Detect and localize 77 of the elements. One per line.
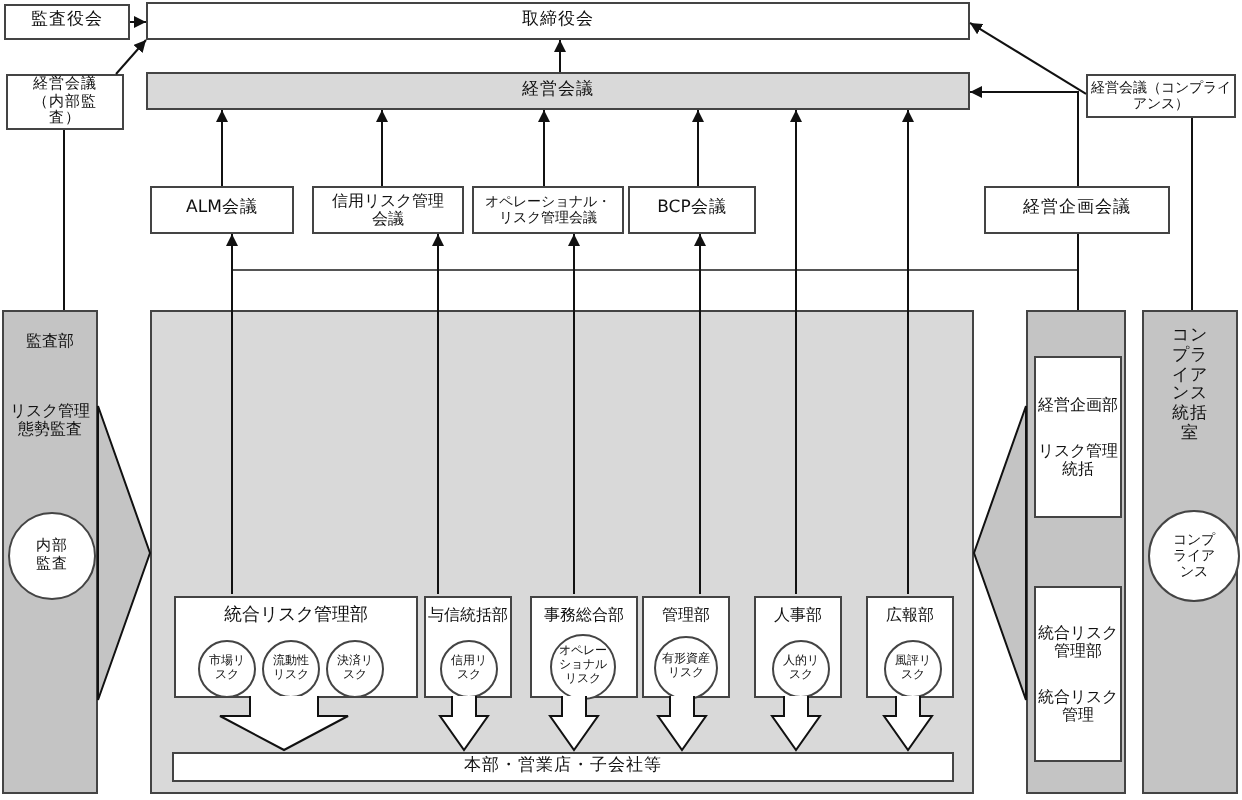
- meeting-box: [150, 186, 294, 234]
- connector-line: [63, 129, 65, 311]
- box-label: 本部・営業店・子会社等: [464, 757, 662, 777]
- risk-circle: [262, 640, 320, 698]
- arrow: [790, 109, 802, 595]
- department-box: [530, 596, 638, 698]
- box-label: 経営企画部: [1038, 395, 1118, 414]
- box-label: 人事部: [774, 606, 822, 625]
- department-box: [1034, 586, 1122, 762]
- risk-circle: [772, 640, 830, 698]
- block-arrow: [770, 695, 822, 752]
- box-label: リスク管理統括: [1038, 441, 1118, 479]
- arrow: [554, 39, 566, 73]
- arrow: [226, 233, 238, 595]
- arrow: [129, 16, 147, 28]
- department-box: [642, 596, 730, 698]
- block-arrow: [438, 695, 490, 752]
- board-box: [4, 4, 130, 40]
- box-label: 取締役会: [522, 11, 594, 31]
- arrow: [969, 86, 1079, 187]
- box-label: リスク管理態勢監査: [7, 402, 92, 440]
- arrow: [538, 109, 550, 187]
- risk-circle: [884, 640, 942, 698]
- meeting-band: [146, 72, 970, 110]
- box-label: 監査部: [26, 332, 74, 351]
- box-label: 統合リスク管理: [1038, 688, 1118, 725]
- box-label: 統合リスク管理部: [1038, 623, 1118, 660]
- box-label: BCP会議: [657, 200, 727, 220]
- risk-circle: [198, 640, 256, 698]
- arrow: [692, 109, 704, 187]
- box-label: 事務総合部: [544, 606, 624, 625]
- division-panel: [150, 310, 974, 794]
- arrow: [216, 109, 228, 187]
- department-box: [866, 596, 954, 698]
- block-arrow: [882, 695, 934, 752]
- branch-bar: [172, 752, 954, 782]
- box-label: 管理部: [662, 606, 710, 625]
- arrow: [969, 21, 1087, 95]
- meeting-box: [472, 186, 624, 234]
- compliance-circle: [1148, 510, 1240, 602]
- block-arrow: [219, 695, 349, 752]
- risk-circle: [326, 640, 384, 698]
- department-column: [1142, 310, 1238, 794]
- audit-circle: [8, 512, 96, 600]
- connector-line: [1077, 233, 1079, 311]
- meeting-box: [984, 186, 1170, 234]
- meeting-box: [628, 186, 756, 234]
- box-label: 経営企画会議: [1023, 200, 1131, 220]
- box-label: 与信統括部: [428, 606, 508, 625]
- department-box: [1034, 356, 1122, 518]
- block-arrow: [972, 405, 1027, 701]
- meeting-box: [312, 186, 464, 234]
- arrow: [376, 109, 388, 187]
- risk-circle: [440, 640, 498, 698]
- arrow: [432, 233, 444, 595]
- risk-circle: [654, 636, 718, 700]
- box-label: 統合リスク管理部: [224, 606, 368, 627]
- block-arrow: [97, 405, 152, 701]
- block-arrow: [656, 695, 708, 752]
- risk-circle: [550, 634, 616, 700]
- box-label: コンプライアンス統括室: [1170, 328, 1210, 446]
- box-label: 経営会議: [522, 81, 594, 101]
- box-label: 広報部: [886, 606, 934, 625]
- arrow: [568, 233, 580, 595]
- department-box: [424, 596, 512, 698]
- department-box: [174, 596, 418, 698]
- box-label: 監査役会: [31, 12, 103, 32]
- meeting-box: [6, 74, 124, 130]
- arrow: [902, 109, 914, 595]
- arrow: [115, 39, 147, 75]
- board-box: [146, 2, 970, 40]
- connector-line: [1191, 117, 1193, 311]
- department-box: [754, 596, 842, 698]
- block-arrow: [548, 695, 600, 752]
- box-label: 信用リスク管理会議: [329, 191, 446, 229]
- arrow: [694, 233, 706, 595]
- box-label: ALM会議: [186, 200, 258, 220]
